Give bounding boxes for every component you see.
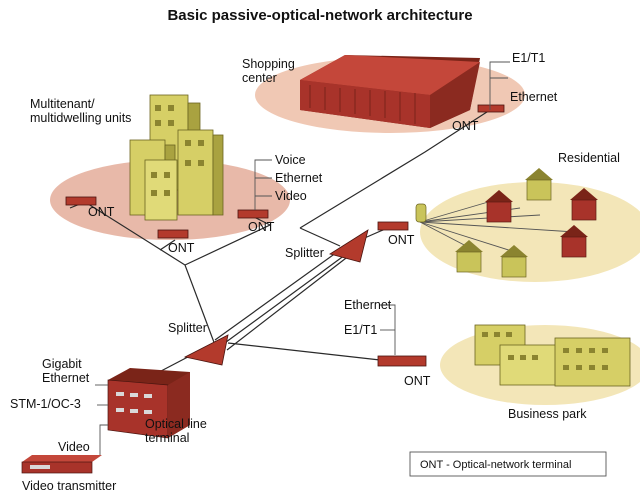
legend-text: ONT - Optical-network terminal [420, 459, 571, 471]
label-splitter-lower: Splitter [168, 321, 207, 335]
label-ont-multitenant-right: ONT [248, 220, 275, 234]
label-ont-multitenant-left: ONT [88, 205, 115, 219]
optical-line-terminal [107, 368, 190, 439]
label-business-ethernet: Ethernet [344, 298, 392, 312]
label-video-multitenant: Video [275, 189, 307, 203]
business-park-buildings [474, 324, 631, 387]
legend-box [409, 451, 607, 477]
label-voice: Voice [275, 153, 306, 167]
label-business-park: Business park [508, 407, 587, 421]
label-video-olt: Video [58, 440, 90, 454]
label-ethernet-multitenant: Ethernet [275, 171, 323, 185]
label-ont-multitenant-middle: ONT [168, 241, 195, 255]
shopping-center-building [300, 55, 480, 128]
ont-multitenant-right [237, 209, 269, 219]
splitter-lower [183, 334, 229, 366]
ont-shopping [477, 104, 505, 113]
ont-business [377, 355, 427, 367]
ont-multitenant-middle [157, 229, 189, 239]
multitenant-buildings [129, 94, 224, 221]
label-video-transmitter: Video transmitter [22, 479, 116, 493]
ont-residential [377, 221, 409, 231]
diagram-title: Basic passive-optical-network architectu… [167, 7, 472, 24]
label-ont-shopping: ONT [452, 119, 479, 133]
residential-houses [415, 168, 598, 278]
label-ont-business: ONT [404, 374, 431, 388]
residential-node [415, 203, 427, 223]
label-splitter-upper: Splitter [285, 246, 324, 260]
video-transmitter-device [21, 455, 102, 474]
label-residential: Residential [558, 151, 620, 165]
label-leaders [95, 61, 510, 455]
label-shopping-ethernet: Ethernet [510, 90, 558, 104]
ont-multitenant-left [65, 196, 97, 206]
splitter-upper [329, 229, 369, 263]
label-stm: STM-1/OC-3 [10, 397, 81, 411]
label-ont-residential: ONT [388, 233, 415, 247]
label-multitenant: Multitenant/multidwelling units [30, 97, 131, 125]
label-business-e1t1: E1/T1 [344, 323, 377, 337]
label-shopping-e1t1: E1/T1 [512, 51, 545, 65]
